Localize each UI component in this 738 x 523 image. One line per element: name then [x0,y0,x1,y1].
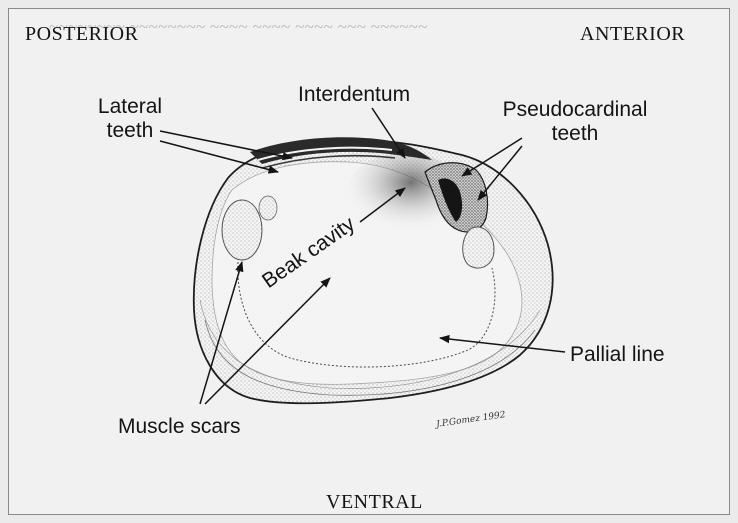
interdentum-label: Interdentum [298,83,410,107]
anterior-muscle-scar [463,227,494,268]
posterior-muscle-scar-small [259,196,277,220]
lateral-teeth-label-line2: teeth [97,119,163,143]
posterior-muscle-scar [222,200,262,260]
pseudocardinal-teeth-label-line1: Pseudocardinal [500,98,650,122]
posterior-label: POSTERIOR [25,22,138,46]
pseudocardinal-teeth-label: Pseudocardinal teeth [500,98,650,146]
pallial-line-label: Pallial line [570,343,665,367]
muscle-scars-label: Muscle scars [118,415,241,439]
lateral-teeth-label-line1: Lateral [97,95,163,119]
anterior-label: ANTERIOR [580,22,685,46]
lateral-teeth-pointer-1 [160,131,292,158]
pseudocardinal-teeth-label-line2: teeth [500,122,650,146]
lateral-teeth-label: Lateral teeth [97,95,163,143]
ventral-label: VENTRAL [326,490,423,514]
